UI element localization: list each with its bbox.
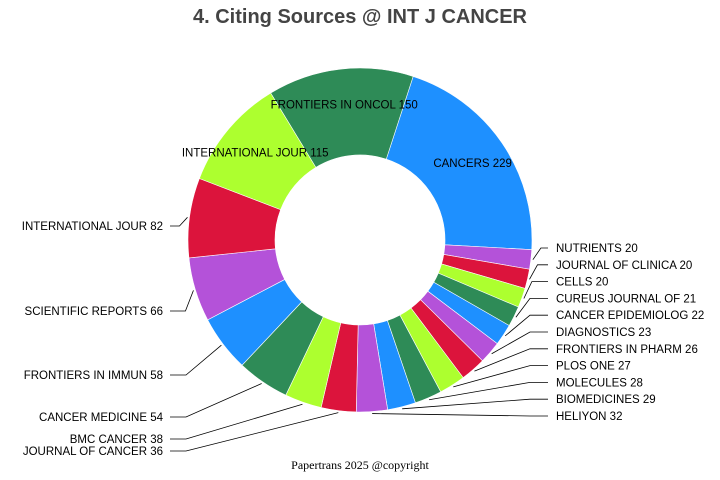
slice-label-5: CANCER EPIDEMIOLOG 22 bbox=[556, 310, 704, 322]
leader-line-16 bbox=[170, 290, 194, 312]
leader-line-12 bbox=[170, 412, 339, 452]
slice-label-10: BIOMEDICINES 29 bbox=[556, 394, 656, 406]
chart-title: 4. Citing Sources @ INT J CANCER bbox=[193, 6, 527, 28]
slice-label-18: INTERNATIONAL JOUR 115 bbox=[182, 148, 329, 160]
slice-19 bbox=[270, 67, 414, 168]
leader-line-7 bbox=[474, 348, 548, 372]
leader-line-11 bbox=[372, 413, 548, 417]
leader-line-1 bbox=[532, 247, 548, 260]
slice-label-3: CELLS 20 bbox=[556, 277, 608, 289]
leader-line-3 bbox=[523, 281, 548, 299]
slice-label-0: CANCERS 229 bbox=[433, 158, 512, 170]
copyright-footer: Papertrans 2025 @copyright bbox=[291, 458, 429, 472]
slice-label-13: BMC CANCER 38 bbox=[70, 434, 163, 446]
leader-line-5 bbox=[504, 314, 548, 337]
leader-line-15 bbox=[170, 344, 222, 376]
slice-label-9: MOLECULES 28 bbox=[556, 377, 643, 389]
leader-line-9 bbox=[429, 381, 548, 401]
leader-line-13 bbox=[170, 403, 303, 440]
slice-label-12: JOURNAL OF CANCER 36 bbox=[23, 446, 163, 458]
slice-label-19: FRONTIERS IN ONCOL 150 bbox=[271, 99, 418, 111]
leader-line-14 bbox=[170, 383, 262, 418]
slice-label-8: PLOS ONE 27 bbox=[556, 361, 631, 373]
leader-line-6 bbox=[491, 331, 548, 355]
slice-label-16: SCIENTIFIC REPORTS 66 bbox=[25, 306, 163, 318]
slice-0 bbox=[385, 76, 533, 250]
slice-label-17: INTERNATIONAL JOUR 82 bbox=[22, 221, 163, 233]
leader-line-8 bbox=[453, 365, 548, 388]
slice-label-2: JOURNAL OF CLINICA 20 bbox=[556, 260, 692, 272]
slice-label-6: DIAGNOSTICS 23 bbox=[556, 327, 651, 339]
slice-label-15: FRONTIERS IN IMMUN 58 bbox=[24, 370, 163, 382]
leader-line-17 bbox=[170, 217, 188, 227]
slice-label-11: HELIYON 32 bbox=[556, 411, 622, 423]
slice-label-7: FRONTIERS IN PHARM 26 bbox=[556, 344, 698, 356]
slice-label-14: CANCER MEDICINE 54 bbox=[39, 412, 164, 424]
slice-label-1: NUTRIENTS 20 bbox=[556, 243, 638, 255]
leader-line-2 bbox=[529, 264, 548, 280]
leader-line-4 bbox=[515, 297, 548, 318]
leader-line-10 bbox=[402, 398, 548, 410]
slice-label-4: CUREUS JOURNAL OF 21 bbox=[556, 293, 696, 305]
